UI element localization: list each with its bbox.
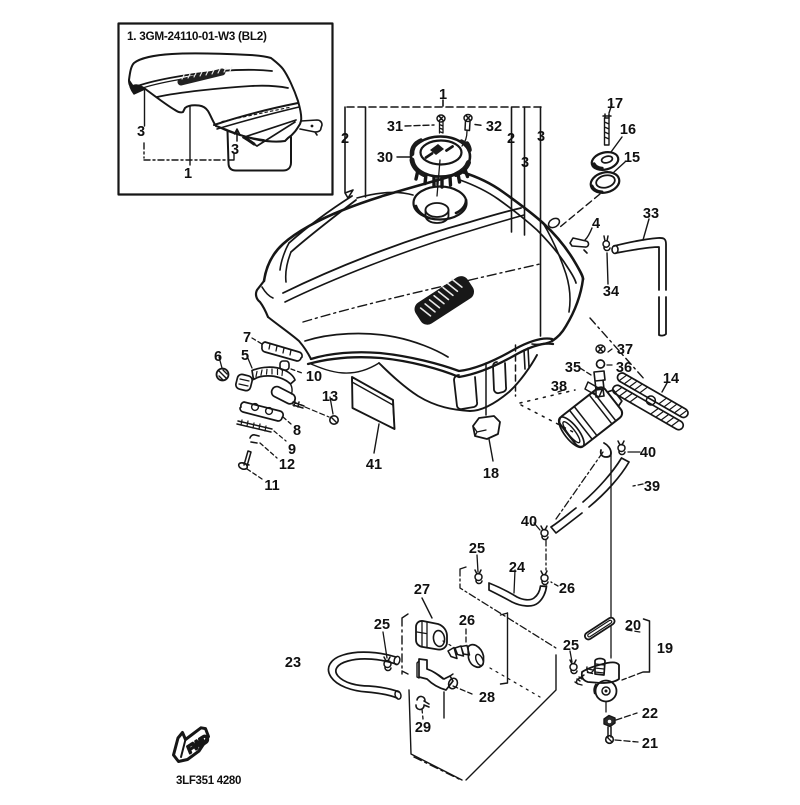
svg-text:25: 25 [469,541,485,557]
svg-text:39: 39 [644,479,660,495]
svg-text:28: 28 [479,690,495,706]
svg-text:4: 4 [592,216,600,232]
svg-text:15: 15 [624,150,640,166]
svg-text:17: 17 [607,96,623,112]
svg-text:31: 31 [387,119,403,135]
svg-text:20: 20 [625,618,641,634]
svg-text:6: 6 [214,349,222,365]
svg-text:25: 25 [374,617,390,633]
svg-text:34: 34 [603,284,619,300]
svg-text:3: 3 [537,129,545,145]
svg-text:2: 2 [507,131,515,147]
svg-text:14: 14 [663,371,679,387]
svg-text:23: 23 [285,655,301,671]
svg-text:26: 26 [459,613,475,629]
svg-text:12: 12 [279,457,295,473]
svg-text:2: 2 [341,131,349,147]
svg-text:38: 38 [551,379,567,395]
svg-text:10: 10 [306,369,322,385]
svg-text:8: 8 [293,423,301,439]
svg-text:3: 3 [231,142,239,158]
svg-text:18: 18 [483,466,499,482]
svg-text:29: 29 [415,720,431,736]
svg-text:40: 40 [640,445,656,461]
svg-text:1: 1 [184,166,192,182]
svg-text:35: 35 [565,360,581,376]
svg-text:21: 21 [642,736,658,752]
svg-text:9: 9 [288,442,296,458]
svg-text:30: 30 [377,150,393,166]
svg-text:7: 7 [243,330,251,346]
svg-text:26: 26 [559,581,575,597]
svg-text:36: 36 [616,360,632,376]
svg-text:19: 19 [657,641,673,657]
svg-text:25: 25 [563,638,579,654]
svg-text:3LF351 4280: 3LF351 4280 [176,775,241,787]
svg-text:1. 3GM-24110-01-W3 (BL2): 1. 3GM-24110-01-W3 (BL2) [127,29,267,43]
svg-text:1: 1 [439,87,447,103]
svg-text:16: 16 [620,122,636,138]
svg-text:33: 33 [643,206,659,222]
svg-text:22: 22 [642,706,658,722]
svg-text:3: 3 [521,155,529,171]
svg-text:32: 32 [486,119,502,135]
svg-text:3: 3 [137,124,145,140]
svg-text:27: 27 [414,582,430,598]
svg-text:5: 5 [241,348,249,364]
svg-text:13: 13 [322,389,338,405]
svg-text:11: 11 [264,478,279,494]
svg-text:41: 41 [366,457,382,473]
svg-text:24: 24 [509,560,525,576]
svg-text:40: 40 [521,514,537,530]
svg-text:37: 37 [617,342,633,358]
